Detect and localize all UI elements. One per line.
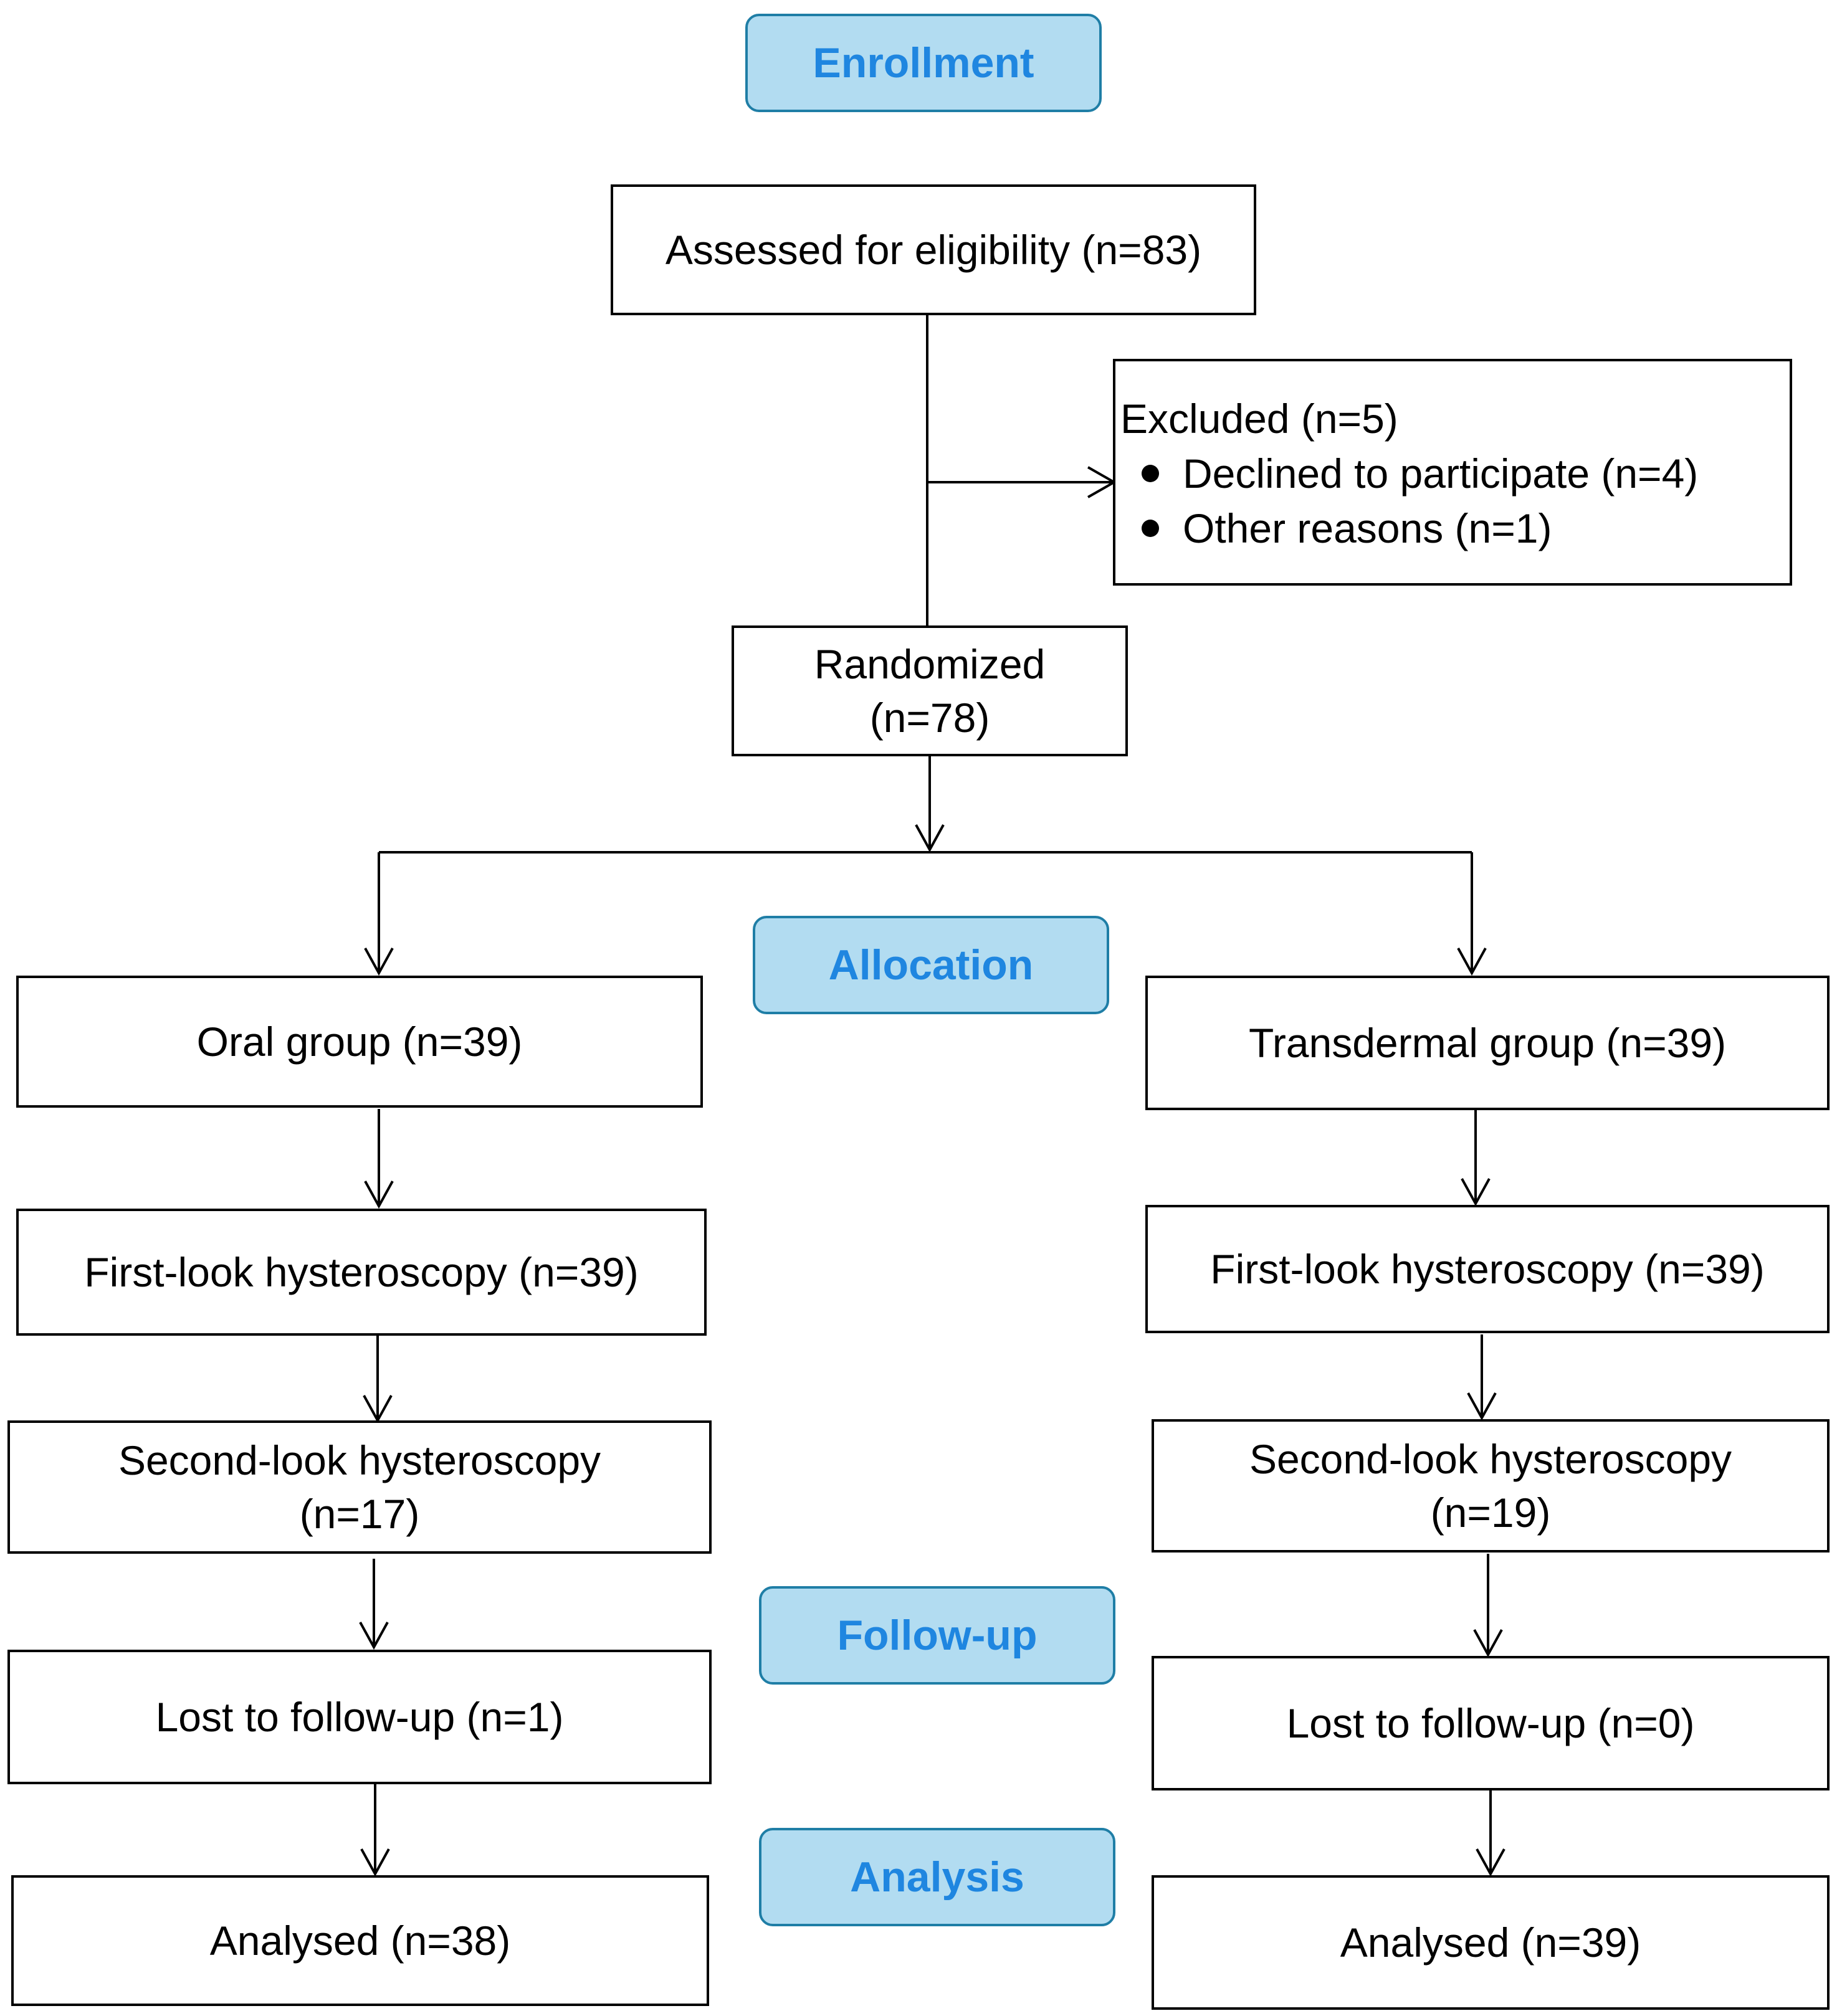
randomized-text-line-1: Randomized xyxy=(814,641,1046,687)
excluded-reason-text: Other reasons (n=1) xyxy=(1183,505,1552,551)
transdermal-second-look-line-2: (n=19) xyxy=(1430,1490,1551,1536)
oral-analysed-text: Analysed (n=38) xyxy=(209,1918,511,1964)
transdermal-lost-box: Lost to follow-up (n=0) xyxy=(1152,1656,1830,1790)
excluded-reason-text: Declined to participate (n=4) xyxy=(1183,450,1699,497)
stage-allocation-label: Allocation xyxy=(828,941,1034,989)
transdermal-branch-head xyxy=(1457,948,1487,976)
oral-group-box: Oral group (n=39) xyxy=(16,976,703,1108)
transdermal-analysed-box: Analysed (n=39) xyxy=(1152,1875,1830,2010)
oral-group-text: Oral group (n=39) xyxy=(196,1019,523,1065)
bullet-icon xyxy=(1142,465,1159,482)
randomized-arrow-head xyxy=(915,824,945,853)
stage-enrollment: Enrollment xyxy=(745,14,1102,112)
excluded-reasons-list: Declined to participate (n=4) Other reas… xyxy=(1120,446,1698,556)
stage-enrollment-label: Enrollment xyxy=(813,39,1034,87)
oral-branch-head xyxy=(364,948,394,976)
oral-first-look-box: First-look hysteroscopy (n=39) xyxy=(16,1209,707,1336)
oral-analysed-box: Analysed (n=38) xyxy=(11,1875,709,2006)
randomized-text-line-2: (n=78) xyxy=(869,695,990,741)
oral-second-look-box: Second-look hysteroscopy (n=17) xyxy=(7,1420,712,1554)
transdermal-analysed-text: Analysed (n=39) xyxy=(1340,1919,1641,1966)
assessed-box: Assessed for eligibility (n=83) xyxy=(611,184,1256,315)
oral-lost-text: Lost to follow-up (n=1) xyxy=(155,1694,564,1740)
oral-second-look-line-1: Second-look hysteroscopy xyxy=(118,1437,601,1483)
excluded-reason-item: Declined to participate (n=4) xyxy=(1142,446,1699,501)
stage-analysis: Analysis xyxy=(759,1828,1115,1926)
stage-allocation: Allocation xyxy=(753,916,1109,1014)
stage-follow-up-label: Follow-up xyxy=(837,1612,1038,1659)
oral-second-look-line-2: (n=17) xyxy=(299,1491,420,1537)
transdermal-first-look-text: First-look hysteroscopy (n=39) xyxy=(1210,1246,1765,1292)
transdermal-group-box: Transdermal group (n=39) xyxy=(1145,976,1830,1110)
randomized-box: Randomized (n=78) xyxy=(732,625,1128,756)
excluded-box: Excluded (n=5) Declined to participate (… xyxy=(1113,359,1792,586)
oral-first-look-text: First-look hysteroscopy (n=39) xyxy=(84,1249,639,1295)
oral-lost-box: Lost to follow-up (n=1) xyxy=(7,1650,712,1784)
excluded-reason-item: Other reasons (n=1) xyxy=(1142,501,1698,556)
transdermal-second-look-line-1: Second-look hysteroscopy xyxy=(1249,1436,1732,1482)
transdermal-lost-text: Lost to follow-up (n=0) xyxy=(1286,1700,1695,1746)
stage-analysis-label: Analysis xyxy=(850,1853,1024,1901)
transdermal-group-text: Transdermal group (n=39) xyxy=(1248,1020,1727,1066)
assessed-text: Assessed for eligibility (n=83) xyxy=(665,227,1202,273)
excluded-title: Excluded (n=5) xyxy=(1120,396,1398,442)
bullet-icon xyxy=(1142,520,1159,537)
stage-follow-up: Follow-up xyxy=(759,1586,1115,1685)
transdermal-first-look-box: First-look hysteroscopy (n=39) xyxy=(1145,1205,1830,1333)
transdermal-second-look-box: Second-look hysteroscopy (n=19) xyxy=(1152,1419,1830,1552)
